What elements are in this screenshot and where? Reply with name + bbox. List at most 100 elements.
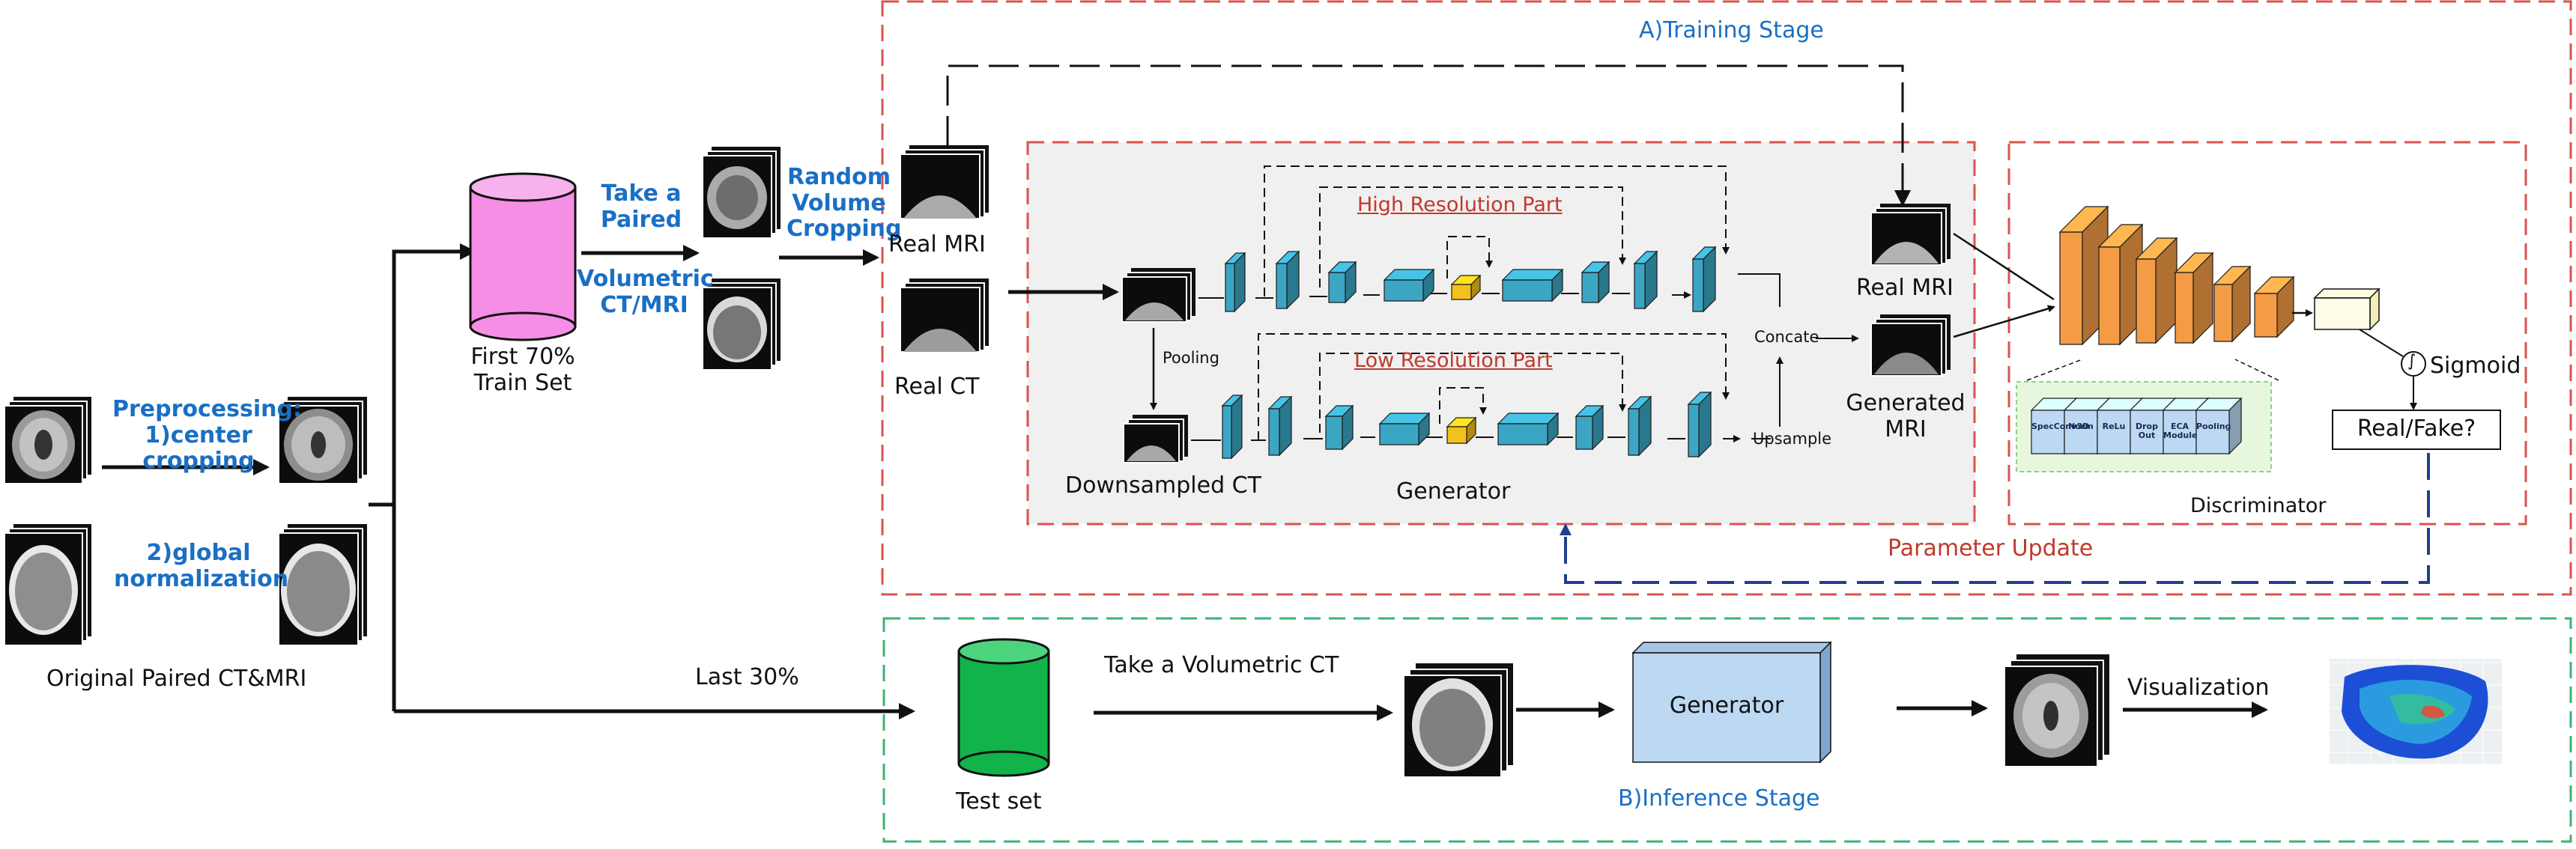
random-crop-line3: Cropping: [787, 216, 902, 242]
high-res-block-5: [1450, 274, 1482, 301]
inference-generator-box: [1631, 641, 1832, 764]
downsampled-ct-label: Downsampled CT: [1065, 472, 1261, 499]
high-res-block-7: [1581, 261, 1610, 304]
generated-mri-line2: MRI: [1885, 416, 1927, 442]
generated-mri-line1: Generated: [1846, 390, 1966, 416]
real-mri-crop: [900, 145, 989, 219]
disc-block-6: [2253, 276, 2295, 338]
preprocessing-label: Preprocessing: 1)center cropping: [112, 396, 302, 475]
low-res-block-7: [1575, 404, 1604, 451]
concate-label: Concate: [1754, 328, 1819, 346]
original-mri-image: [4, 397, 91, 484]
real-fake-label: Real/Fake?: [2357, 416, 2476, 442]
take-paired-line2: Paired: [600, 206, 682, 233]
high-res-block-4: [1383, 268, 1435, 302]
disc-layer-label-2: Norm: [2068, 422, 2094, 431]
real-fake-box: [2332, 410, 2501, 450]
generated-mri-label: Generated MRI: [1840, 390, 1972, 442]
test-set-cylinder: [957, 638, 1050, 777]
take-paired-line3: Volumetric: [577, 266, 714, 292]
low-res-block-6: [1497, 412, 1560, 446]
discriminator-layer-stack: [2030, 397, 2243, 455]
visualization-render: [2330, 659, 2502, 764]
high-res-block-2: [1275, 250, 1300, 310]
visualization-label: Visualization: [2127, 675, 2270, 701]
low-res-block-9: [1687, 391, 1712, 458]
discriminator-panel: [2007, 141, 2527, 526]
low-res-block-2: [1267, 395, 1293, 457]
split-bracket: [369, 252, 473, 711]
real-mri-label: Real MRI: [888, 231, 986, 258]
inference-stage-frame: [882, 617, 2572, 843]
paired-mri-stack: [702, 147, 781, 239]
preprocessing-step2: 2)global: [146, 540, 251, 566]
volumetric-label: Volumetric CT/MRI: [577, 266, 714, 318]
concat-lines: [1738, 273, 1780, 439]
train-set-label: First 70% Train Set: [448, 344, 598, 396]
preprocessing-step1: 1)center: [145, 422, 252, 448]
discriminator-label: Discriminator: [2190, 494, 2327, 517]
generated-mri-image: [1870, 314, 1951, 377]
normalization-label: 2)global normalization: [114, 540, 289, 592]
disc-layer-label-1: SpecConv3D: [2031, 422, 2090, 431]
low-res-skips: [1258, 333, 1730, 440]
inference-ct-stack: [1403, 663, 1513, 778]
high-res-skips: [1264, 165, 1730, 296]
test-set-label: Test set: [956, 788, 1042, 815]
module-callout-lines: [2026, 359, 2279, 381]
training-stage-frame: [881, 0, 2572, 596]
inference-stage-title: B)Inference Stage: [1618, 785, 1820, 812]
training-stage-title: A)Training Stage: [1639, 17, 1824, 43]
take-paired-line4: CT/MRI: [600, 291, 688, 318]
real-ct-label: Real CT: [894, 374, 980, 400]
disc-block-4: [2174, 252, 2214, 344]
pooling-label: Pooling: [1163, 349, 1219, 367]
disc-block-5: [2213, 265, 2252, 343]
high-res-block-8: [1633, 250, 1658, 310]
generator-blocks: [1221, 246, 1717, 460]
fc-block: [2313, 287, 2380, 331]
train-set-cylinder: [469, 172, 577, 341]
sigmoid-label: Sigmoid: [2430, 353, 2521, 379]
low-res-block-5: [1446, 416, 1477, 445]
discriminator-blocks: [2058, 205, 2295, 346]
random-crop-line2: Volume: [792, 189, 886, 216]
fc-to-sigmoid: [2359, 329, 2404, 357]
preprocessing-step1b: cropping: [142, 448, 255, 474]
last-split-label: Last 30%: [695, 664, 799, 690]
disc-layer-label-4: Drop Out: [2136, 422, 2158, 440]
inference-generator-label: Generator: [1669, 693, 1784, 719]
preprocessed-ct-image: [278, 524, 367, 646]
train-set-line1: First 70%: [470, 344, 575, 370]
real-mri-label-2: Real MRI: [1856, 275, 1954, 301]
preprocessing-step2b: normalization: [114, 565, 289, 592]
real-ct-crop: [900, 279, 989, 353]
disc-layer-label-3: ReLu: [2102, 422, 2126, 431]
upsample-label: Upsample: [1753, 430, 1832, 448]
inference-mri-stack: [2004, 654, 2109, 767]
disc-layer-label-6: Pooling: [2196, 422, 2231, 431]
generator-input-ct: [1121, 268, 1195, 323]
high-res-block-1: [1224, 252, 1246, 313]
parameter-update-arrow: [1560, 453, 2430, 584]
preprocessed-mri-image: [278, 397, 367, 484]
high-res-block-6: [1501, 268, 1564, 302]
disc-layer-6: [2195, 397, 2243, 455]
low-res-flow: [1191, 437, 1739, 440]
original-caption: Original Paired CT&MRI: [46, 666, 307, 692]
high-res-flow: [1198, 293, 1690, 298]
disc-block-2: [2097, 223, 2144, 346]
generator-label: Generator: [1396, 478, 1511, 505]
disc-layer-label-5: ECA Module: [2163, 422, 2198, 440]
high-res-label: High Resolution Part: [1357, 193, 1563, 216]
real-mri-image-2: [1870, 204, 1951, 266]
high-res-block-9: [1691, 246, 1717, 313]
low-res-block-3: [1324, 404, 1354, 451]
original-ct-image: [4, 524, 91, 646]
low-res-block-8: [1627, 395, 1652, 457]
low-res-block-1: [1221, 394, 1243, 460]
downsampled-ct-image: [1123, 415, 1188, 463]
to-discriminator-arrows: [1953, 232, 2054, 338]
